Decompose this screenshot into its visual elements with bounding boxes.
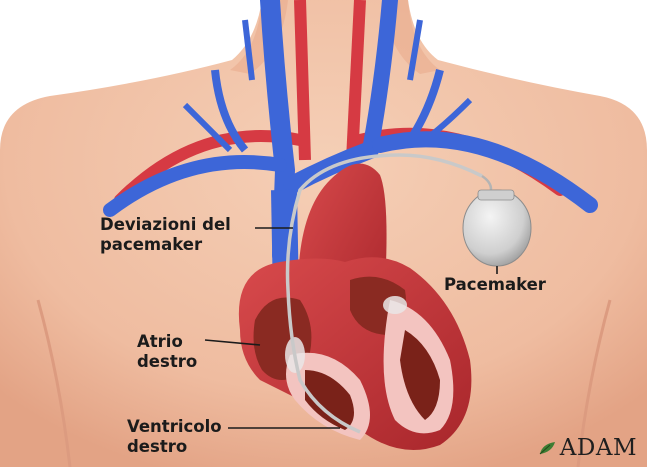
right-atrium-label: Atrio destro bbox=[137, 332, 197, 372]
right-ventricle-label-line2: destro bbox=[127, 437, 222, 457]
right-atrium-label-line1: Atrio bbox=[137, 332, 197, 352]
leads-label-line2: pacemaker bbox=[100, 235, 231, 255]
right-atrium-label-line2: destro bbox=[137, 352, 197, 372]
leaf-icon bbox=[538, 440, 557, 456]
adam-logo: ADAM bbox=[538, 435, 637, 461]
pacemaker-device bbox=[463, 190, 531, 266]
pacemaker-label: Pacemaker bbox=[444, 275, 546, 295]
leads-label-line1: Deviazioni del bbox=[100, 215, 231, 235]
right-ventricle-label-line1: Ventricolo bbox=[127, 417, 222, 437]
right-ventricle-label: Ventricolo destro bbox=[127, 417, 222, 457]
leads-label: Deviazioni del pacemaker bbox=[100, 215, 231, 255]
